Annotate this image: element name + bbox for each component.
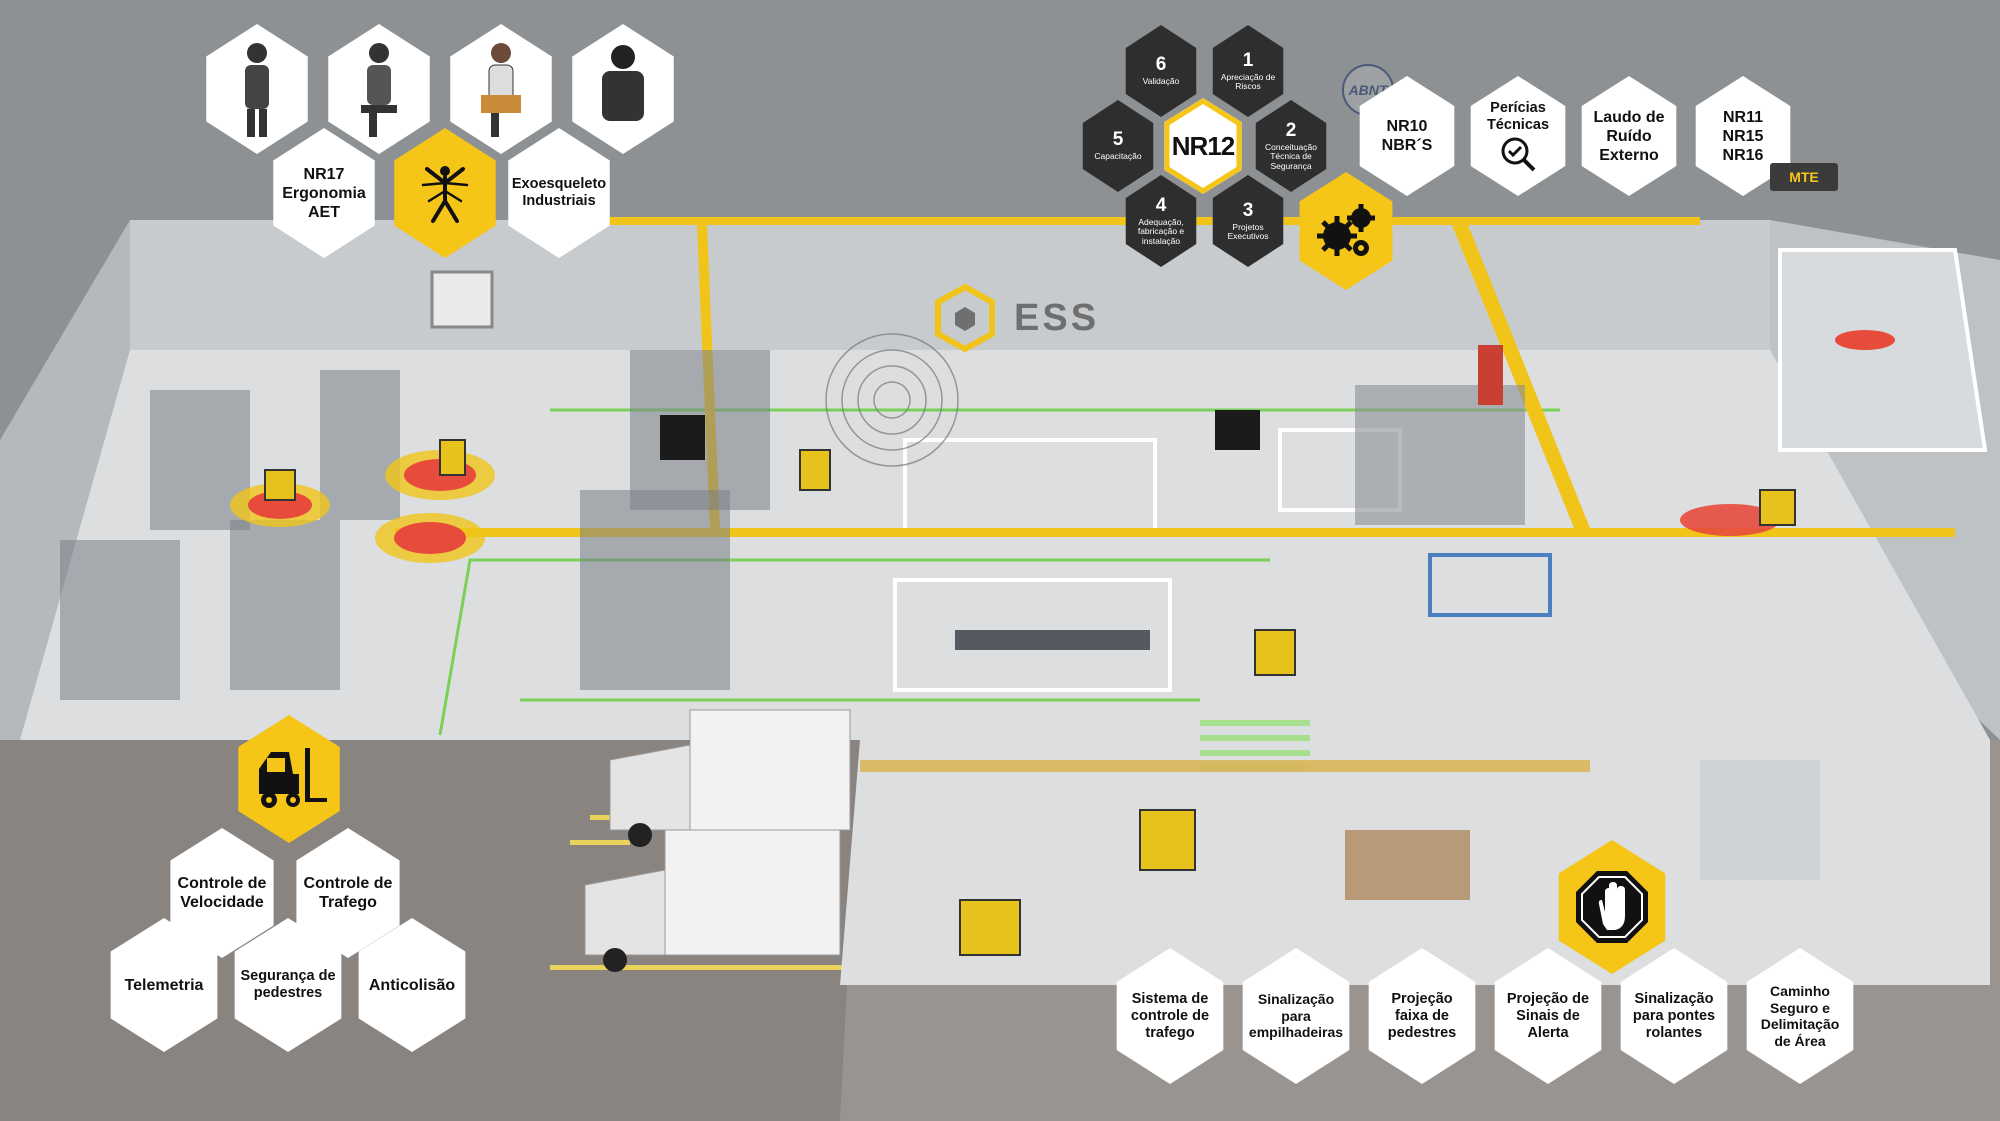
feature-label: Segurança de pedestres [240,968,336,1001]
inset-view [1778,248,1988,452]
blue-zone [1428,553,1552,617]
nr17-hex: NR17 Ergonomia AET [273,128,375,258]
conveyor [955,630,1150,650]
worker-photo-4 [572,24,674,154]
worker-photo-2 [328,24,430,154]
signal-rings [825,333,959,467]
standard-label: Laudo de Ruído Externo [1593,108,1665,164]
feature-label: Sinalização para empilhadeiras [1248,991,1344,1041]
step-number: 3 [1242,199,1254,221]
step-number: 1 [1242,49,1254,71]
standard-label: NR10 NBR´S [1381,118,1433,154]
standard-hex-nr10: NR10 NBR´S [1359,76,1455,196]
forklift-icon [259,748,327,808]
ess-wordmark: ESS [1014,296,1100,339]
traffic-feature-crosswalk: Projeção faixa de pedestres [1368,948,1476,1084]
worker-figure-icon [481,43,521,137]
gears-icon [1317,204,1375,256]
machine-enclosure [1355,385,1525,525]
step-caption: Conceituação Técnica de Segurança [1265,141,1317,171]
forklifts [264,439,1796,956]
feature-label: Projeção faixa de pedestres [1387,990,1457,1041]
feature-label: Sistema de controle de trafego [1130,990,1210,1041]
step-number: 4 [1155,194,1167,216]
ess-logo: ESS [930,283,1130,353]
step-caption: Validação [1142,76,1180,87]
stop-hex [1558,840,1666,974]
feature-label: Caminho Seguro e Delimitação de Área [1760,983,1840,1049]
storage-racks [60,350,770,700]
inset-zone [1835,330,1895,350]
work-cells [893,428,1402,692]
step-number: 5 [1112,129,1124,151]
stop-hand-icon [1576,871,1648,943]
electrical-panel [430,270,494,329]
worker-figure-icon [602,45,644,121]
ergonomics-icon-hex [394,128,496,258]
delivery-trucks [584,709,851,972]
feature-label: Controle de Trafego [303,875,393,911]
nr17-label: NR17 Ergonomia AET [282,165,366,221]
human-body-icon [421,166,469,223]
gears-hex [1299,172,1393,290]
magnifier-check-icon [1501,137,1536,172]
control-panel [660,415,705,460]
control-panel-2 [1215,410,1260,450]
worker-figure-icon [245,43,269,137]
step-number: 2 [1285,119,1297,141]
forklift-danger-zones [230,450,1780,563]
exoskeleton-hex: Exoesqueleto Industriais [508,128,610,258]
worker-figure-icon [361,43,397,137]
feature-label: Projeção de Sinais de Alerta [1506,990,1590,1041]
worker-photo-1 [206,24,308,154]
ess-hexagon-icon [935,283,995,353]
step-caption: Apreciação de Riscos [1220,71,1276,91]
standard-hex-laudo: Laudo de Ruído Externo [1581,76,1677,196]
step-number: 6 [1155,54,1167,76]
standard-label: Perícias Técnicas [1486,100,1550,133]
office-area [1700,760,1820,880]
feature-label: Anticolisão [368,976,456,994]
nr12-center-inner: NR12 [1169,104,1237,188]
standard-hex-pericias: Perícias Técnicas [1470,76,1566,196]
step-caption: Capacitação [1094,151,1142,162]
pallets [1345,830,1470,900]
exoskeleton-label: Exoesqueleto Industriais [511,176,607,209]
feature-label: Telemetria [124,976,204,994]
nr12-title: NR12 [1171,130,1235,161]
feature-label: Sinalização para pontes rolantes [1632,990,1716,1041]
step-caption: Adequação, fabricação e instalação [1137,216,1185,246]
robot-arm [1478,345,1503,405]
feature-label: Controle de Velocidade [177,875,267,911]
safety-railing [860,760,1590,772]
step-caption: Projetos Executivos [1227,221,1269,241]
mte-logo: MTE [1770,163,1838,191]
worker-photo-3 [450,24,552,154]
forklift-feature-speed: Controle de Velocidade [170,828,274,958]
standard-label: NR11 NR15 NR16 [1722,108,1764,164]
